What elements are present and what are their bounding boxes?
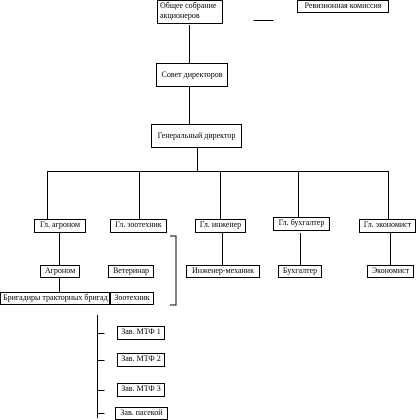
- node-board-of-directors: Совет директоров: [156, 63, 228, 87]
- node-mtf-1-head: Зав. МТФ 1: [117, 326, 165, 340]
- node-zootechnician: Зоотехник: [110, 292, 154, 305]
- node-mechanical-engineer: Инженер-механик: [186, 265, 260, 278]
- node-chief-agronomist: Гл. агроном: [34, 219, 86, 233]
- node-general-director: Генеральный директор: [151, 124, 242, 148]
- node-audit-commission: Ревизионная комиссия: [297, 0, 389, 13]
- node-apiary-head: Зав. пасекой: [115, 407, 168, 420]
- bracket: [170, 235, 177, 306]
- node-mtf-2-head: Зав. МТФ 2: [117, 353, 165, 367]
- node-chief-economist: Гл. экономист: [359, 219, 416, 233]
- node-chief-engineer: Гл. инженер: [195, 219, 246, 233]
- node-chief-accountant: Гл. бухгалтер: [273, 217, 330, 231]
- node-economist: Экономист: [367, 265, 414, 278]
- node-veterinarian: Ветеринар: [108, 265, 154, 278]
- node-accountant: Бухгалтер: [278, 265, 322, 278]
- node-shareholders: Общее собрание акционеров: [157, 0, 223, 24]
- node-mtf-3-head: Зав. МТФ 3: [117, 383, 165, 397]
- node-tractor-brigadiers: Бригадиры тракторных бригад: [0, 292, 110, 305]
- node-chief-zootechnician: Гл. зоотехник: [110, 219, 167, 233]
- node-agronomist: Агроном: [40, 265, 80, 278]
